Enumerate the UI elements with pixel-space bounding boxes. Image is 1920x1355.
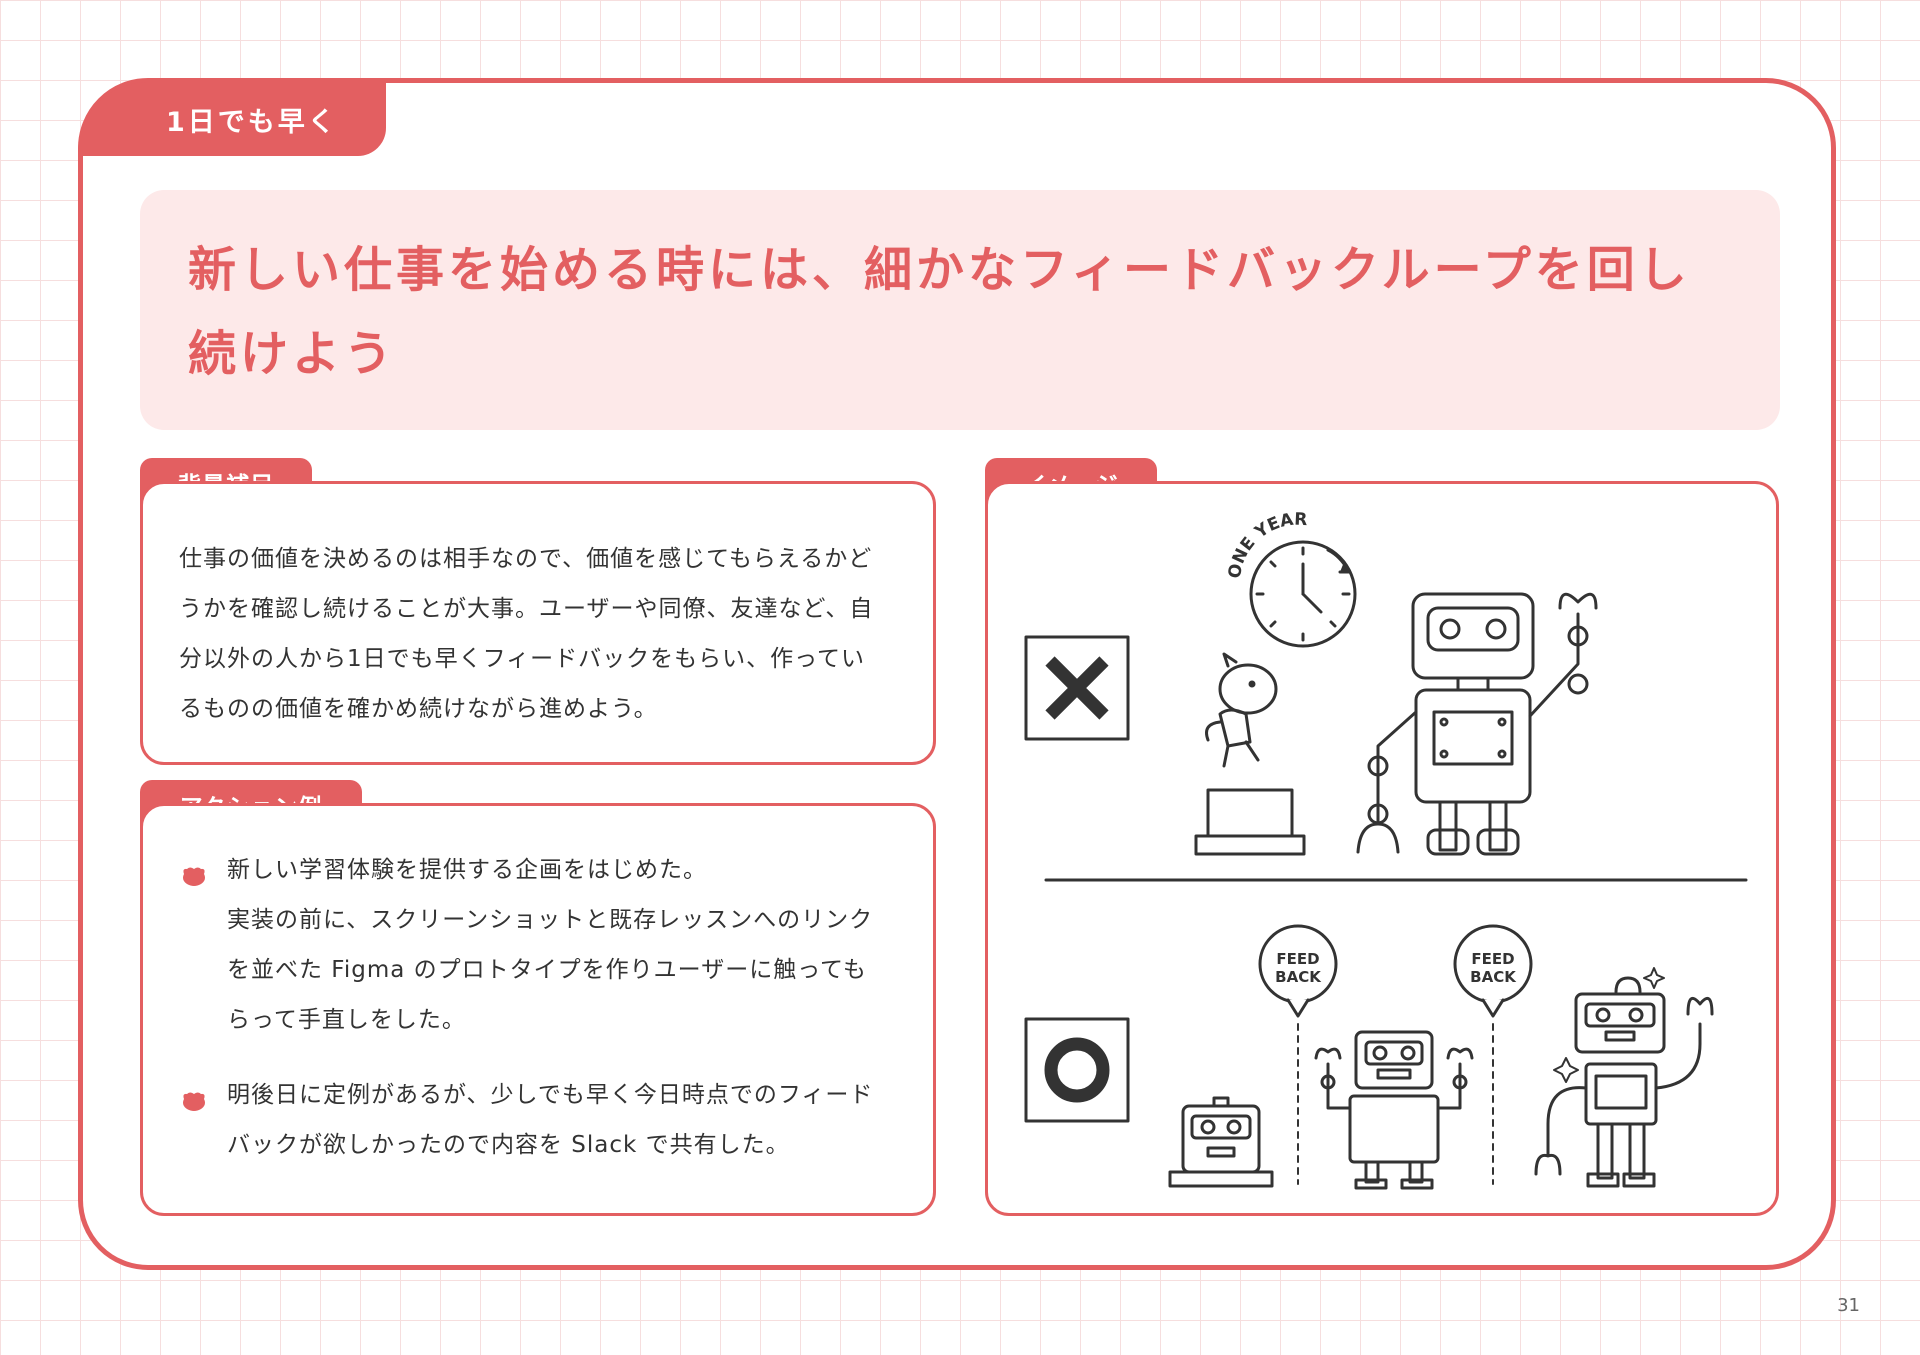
large-robot-icon <box>1534 967 1714 1188</box>
bubble-text-line1: FEED <box>1471 950 1514 968</box>
action-line: 新しい学習体験を提供する企画をはじめた。 <box>227 857 707 883</box>
background-line: 仕事の価値を決めるのは相手なので、価値を感じてもらえるかど <box>179 546 873 572</box>
clock-caption-path: ONE YEAR <box>1225 510 1308 581</box>
headline-line-1: 新しい仕事を始める時には、細かなフィードバックループを回し <box>188 242 1691 298</box>
background-card: 仕事の価値を決めるのは相手なので、価値を感じてもらえるかど うかを確認し続けるこ… <box>140 481 936 765</box>
page-number: 31 <box>1837 1295 1860 1316</box>
action-line: 明後日に定例があるが、少しでも早く今日時点でのフィード <box>227 1082 874 1108</box>
headline-box: 新しい仕事を始める時には、細かなフィードバックループを回し 続けよう <box>140 190 1780 430</box>
action-line: バックが欲しかったので内容を Slack で共有した。 <box>227 1132 790 1158</box>
headline-line-2: 続けよう <box>188 326 397 382</box>
action-line: 実装の前に、スクリーンショットと既存レッスンへのリンク <box>227 907 874 933</box>
feedback-bubble-left <box>1258 924 1338 1185</box>
big-robot-icon <box>1356 592 1598 856</box>
bubble-text-line1: FEED <box>1276 950 1319 968</box>
clock-caption: ONE YEAR <box>1225 510 1308 581</box>
action-item-1: 新しい学習体験を提供する企画をはじめた。 実装の前に、スクリーンショットと既存レ… <box>227 845 873 1045</box>
mascot-icon <box>1194 652 1306 856</box>
action-card: 新しい学習体験を提供する企画をはじめた。 実装の前に、スクリーンショットと既存レ… <box>140 803 936 1216</box>
background-text: 仕事の価値を決めるのは相手なので、価値を感じてもらえるかど うかを確認し続けるこ… <box>179 534 873 734</box>
paw-icon <box>183 1092 205 1111</box>
background-line: うかを確認し続けることが大事。ユーザーや同僚、友達など、自 <box>179 596 874 622</box>
paw-icon <box>183 867 205 886</box>
action-line: を並べた Figma のプロトタイプを作りユーザーに触っても <box>227 957 867 983</box>
clock-icon <box>1249 540 1357 648</box>
action-line: らって手直しをした。 <box>227 1007 466 1033</box>
feedback-bubble-right <box>1453 924 1533 1185</box>
bubble-text-line2: BACK <box>1470 968 1517 986</box>
background-line: るものの価値を確かめ続けながら進めよう。 <box>179 696 658 722</box>
action-item-2: 明後日に定例があるが、少しでも早く今日時点でのフィード バックが欲しかったので内… <box>227 1070 873 1170</box>
small-robot-icon <box>1168 1096 1274 1188</box>
illustration: ONE YEAR <box>1024 510 1748 1190</box>
background-line: 分以外の人から1日でも早くフィードバックをもらい、作ってい <box>179 646 866 672</box>
image-card: ONE YEAR <box>985 481 1779 1216</box>
bubble-text-line2: BACK <box>1275 968 1322 986</box>
section-tab: 1日でも早く <box>78 82 386 156</box>
medium-robot-icon <box>1314 1030 1474 1190</box>
cross-icon <box>1024 635 1130 741</box>
circle-icon <box>1024 1017 1130 1123</box>
